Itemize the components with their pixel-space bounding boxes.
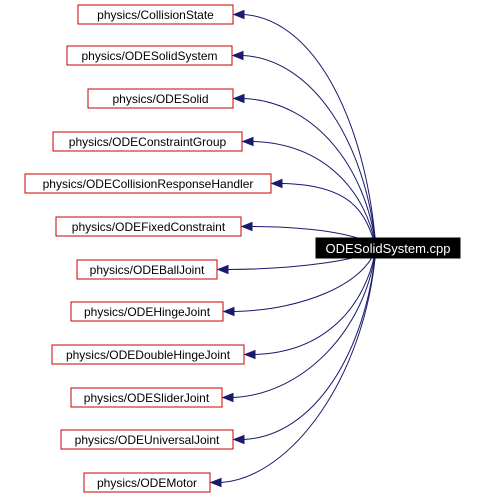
root-label: ODESolidSystem.cpp xyxy=(326,241,451,256)
edge-arrowhead xyxy=(232,93,245,104)
edge-arrowhead xyxy=(222,306,235,317)
edge-4 xyxy=(281,183,377,249)
edge-2 xyxy=(243,98,377,249)
edge-arrowhead xyxy=(240,221,253,232)
node-label: physics/ODESolidSystem xyxy=(81,49,217,63)
edge-arrowhead xyxy=(209,477,222,488)
edge-arrowhead xyxy=(270,178,283,189)
node-label: physics/ODEBallJoint xyxy=(90,263,205,277)
edge-arrowhead xyxy=(241,136,254,147)
edge-10 xyxy=(243,247,377,440)
node-ode-ball-joint[interactable]: physics/ODEBallJoint xyxy=(76,259,218,280)
node-label: physics/ODECollisionResponseHandler xyxy=(43,177,254,191)
node-label: physics/ODESliderJoint xyxy=(84,391,210,405)
node-ode-motor[interactable]: physics/ODEMotor xyxy=(83,472,211,493)
edge-arrowhead xyxy=(221,392,234,403)
node-label: physics/ODEMotor xyxy=(97,476,197,490)
edge-9 xyxy=(232,247,377,398)
node-ode-fixed-constraint[interactable]: physics/ODEFixedConstraint xyxy=(55,216,242,237)
node-ode-solid-system[interactable]: physics/ODESolidSystem xyxy=(66,45,233,66)
edge-11 xyxy=(220,247,377,483)
node-ode-double-hinge-joint[interactable]: physics/ODEDoubleHingeJoint xyxy=(51,344,245,365)
node-ode-constraint-group[interactable]: physics/ODEConstraintGroup xyxy=(52,131,243,152)
edge-8 xyxy=(254,247,377,355)
node-ode-solid[interactable]: physics/ODESolid xyxy=(87,88,234,109)
edge-arrowhead xyxy=(232,434,245,445)
node-label: physics/ODEConstraintGroup xyxy=(69,135,227,149)
edge-arrowhead xyxy=(232,9,245,20)
edge-0 xyxy=(243,14,377,249)
node-ode-slider-joint[interactable]: physics/ODESliderJoint xyxy=(70,387,223,408)
edge-arrowhead xyxy=(243,349,256,360)
root-file-node[interactable]: ODESolidSystem.cpp xyxy=(315,237,461,259)
node-collision-state[interactable]: physics/CollisionState xyxy=(77,4,234,25)
node-label: physics/ODESolid xyxy=(112,92,208,106)
edge-arrowhead xyxy=(231,50,244,61)
edges xyxy=(209,9,377,488)
node-label: physics/ODEHingeJoint xyxy=(84,305,211,319)
edge-7 xyxy=(233,247,377,312)
node-ode-collision-response-handler[interactable]: physics/ODECollisionResponseHandler xyxy=(24,173,272,194)
edge-3 xyxy=(252,141,377,249)
node-label: physics/ODEFixedConstraint xyxy=(72,220,226,234)
edge-arrowhead xyxy=(216,264,229,275)
edge-1 xyxy=(242,55,377,249)
node-ode-universal-joint[interactable]: physics/ODEUniversalJoint xyxy=(60,429,234,450)
node-label: physics/CollisionState xyxy=(97,8,214,22)
node-label: physics/ODEUniversalJoint xyxy=(75,433,220,447)
node-ode-hinge-joint[interactable]: physics/ODEHingeJoint xyxy=(70,301,224,322)
node-label: physics/ODEDoubleHingeJoint xyxy=(66,348,231,362)
